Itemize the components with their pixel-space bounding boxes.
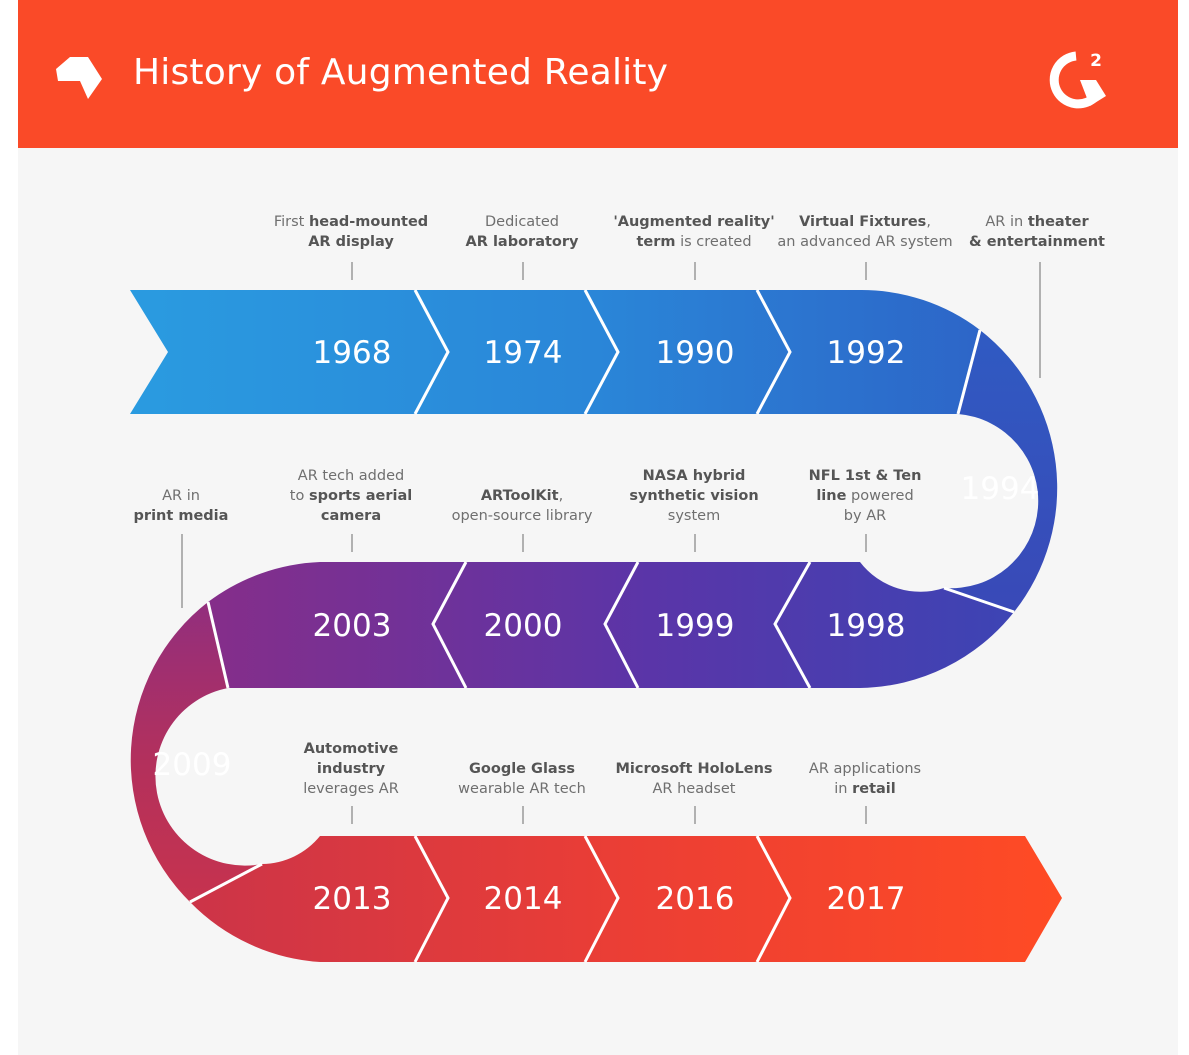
event-label-line: First head-mounted [273,214,429,230]
event-label-line: NFL 1st & Ten [808,468,922,484]
g2-logo-icon: 2 [1049,51,1106,109]
event-label-2013: Automotive industry leverages AR [303,739,399,799]
segment-1974 [415,290,618,414]
year-1999: 1999 [656,608,735,644]
event-label-line: NASA hybrid [642,468,746,484]
segment-2003 [208,562,466,688]
event-label-line: to sports aerial [289,488,413,504]
event-label-2014: Google Glass wearable AR tech [458,759,586,799]
event-label-line: AR laboratory [465,234,579,250]
page-title: History of Augmented Reality [133,52,669,93]
event-label-2016: Microsoft HoloLens AR headset [615,759,772,799]
segment-1994 [944,330,1058,612]
year-2013: 2013 [313,881,392,917]
event-label-2017: AR applications in retail [809,759,921,799]
year-1974: 1974 [484,335,563,371]
segment-2009 [130,602,262,902]
event-label-1994: AR in theater & entertainment [969,212,1105,252]
ar-arrow-icon [56,57,102,99]
header-banner [18,0,1178,148]
segment-2016 [585,836,790,962]
year-2016: 2016 [656,881,735,917]
event-label-line: Dedicated [485,214,559,230]
event-label-line: Google Glass [469,761,575,777]
event-label-1998: NFL 1st & Ten line powered by AR [809,466,922,526]
event-label-line: & entertainment [969,234,1105,250]
event-label-1968: First head-mounted AR display [274,212,428,252]
segment-2014 [415,836,618,962]
year-1990: 1990 [656,335,735,371]
year-1992: 1992 [827,335,906,371]
event-label-1974: Dedicated AR laboratory [466,212,579,252]
event-label-1999: NASA hybrid synthetic vision system [629,466,758,526]
year-2000: 2000 [484,608,563,644]
year-2017: 2017 [827,881,906,917]
event-label-line: open-source library [451,508,593,524]
svg-text:2: 2 [1090,51,1102,71]
event-label-2003: AR tech added to sports aerial camera [290,466,412,526]
year-1968: 1968 [313,335,392,371]
event-label-2000: ARToolKit, open-source library [452,486,593,526]
event-label-line: industry [316,761,386,777]
event-label-line: in retail [834,781,896,797]
event-label-line: 'Augmented reality' [613,214,775,230]
year-1994: 1994 [961,471,1040,507]
event-label-line: leverages AR [303,781,399,797]
event-label-line: term is created [636,234,752,250]
year-1998: 1998 [827,608,906,644]
event-label-line: print media [133,508,229,524]
year-2003: 2003 [313,608,392,644]
segment-1968 [130,290,448,414]
event-label-line: AR tech added [297,468,405,484]
event-label-line: Automotive [303,741,399,757]
segment-1990 [585,290,790,414]
segment-2017 [757,836,1062,962]
event-label-line: camera [320,508,382,524]
event-label-2009: AR in print media [134,486,229,526]
event-label-line: synthetic vision [629,488,759,504]
event-label-1990: 'Augmented reality' term is created [613,212,774,252]
year-2014: 2014 [484,881,563,917]
event-label-line: AR in theater [985,214,1089,230]
segment-2013 [190,836,448,962]
event-label-1992: Virtual Fixtures, an advanced AR system [777,212,952,252]
segment-1992 [757,289,980,414]
event-label-line: an advanced AR system [777,234,953,250]
event-label-line: AR applications [808,761,922,777]
event-label-line: line powered [816,488,914,504]
event-label-line: system [667,508,721,524]
event-label-line: Virtual Fixtures, [799,214,931,230]
year-2009: 2009 [153,747,232,783]
event-label-line: wearable AR tech [458,781,586,797]
event-label-line: by AR [843,508,887,524]
event-label-line: AR display [308,234,394,250]
event-label-line: AR in [162,488,200,504]
segment-1998 [775,562,1014,688]
event-label-line: AR headset [652,781,736,797]
segment-2000 [433,562,638,688]
event-label-line: Microsoft HoloLens [615,761,773,777]
segment-1999 [605,562,810,688]
event-label-line: ARToolKit, [480,488,564,504]
